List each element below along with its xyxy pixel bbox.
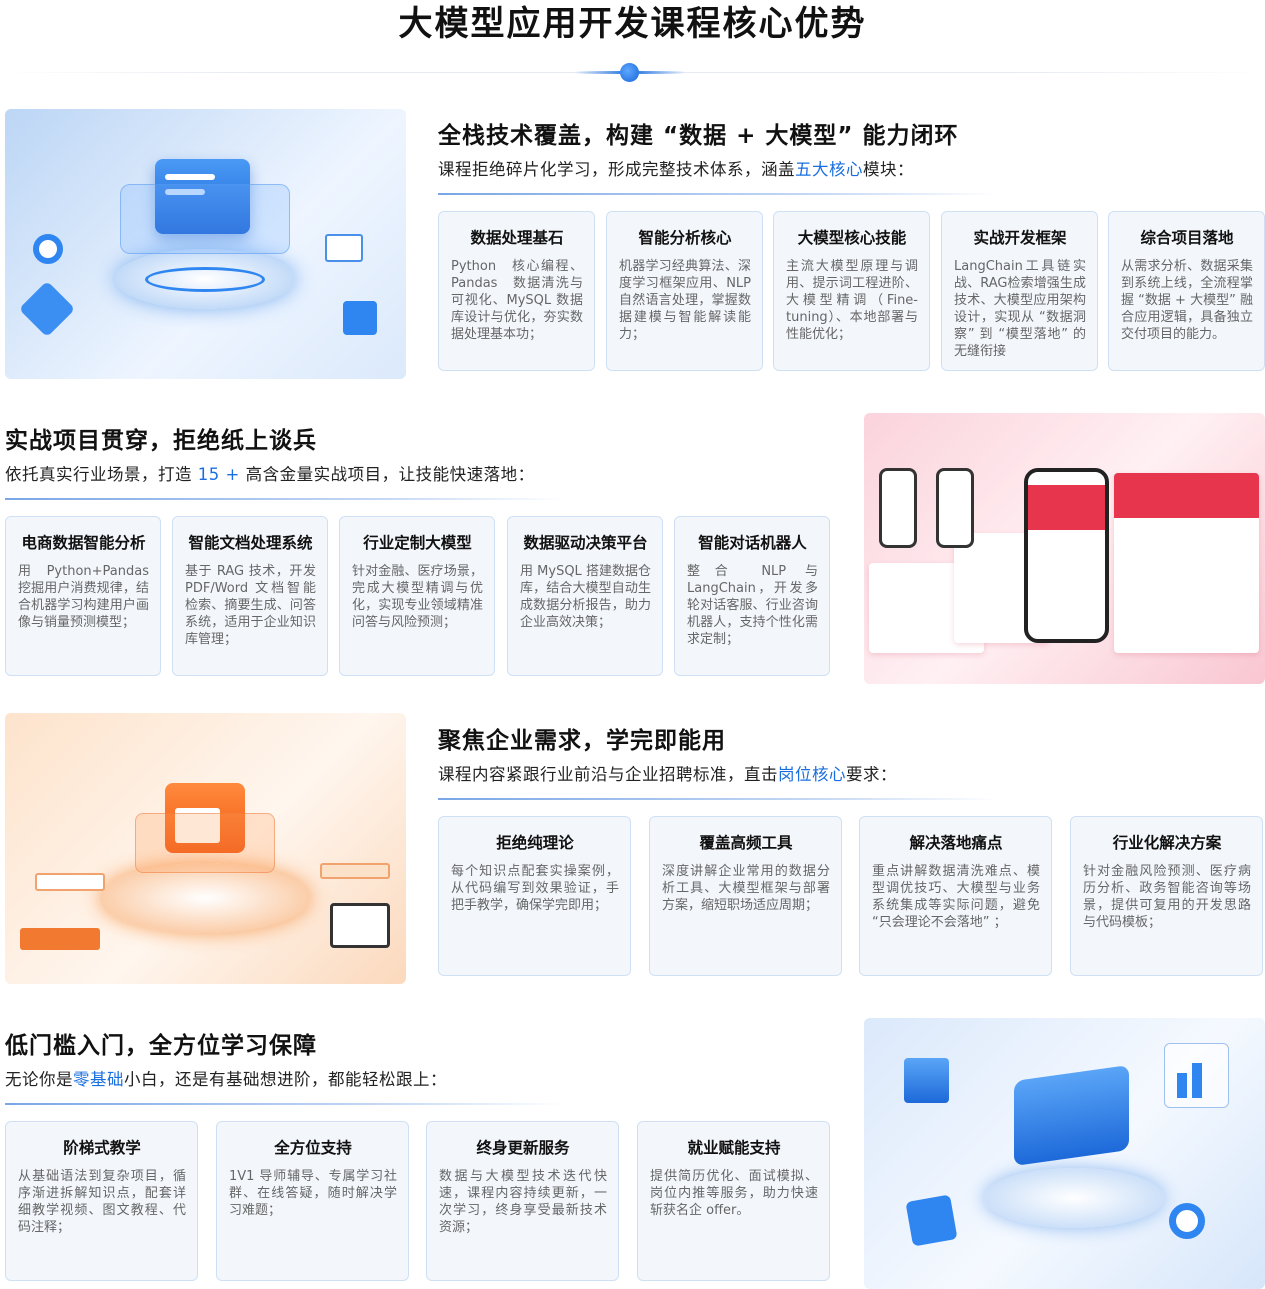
card-title: 数据处理基石 [470,229,564,247]
support-card: 就业赋能支持提供简历优化、面试模拟、岗位内推等服务，助力快速斩获名企 offer… [637,1121,830,1281]
support-card: 全方位支持 1V1 导师辅导、专属学习社群、在线答疑，随时解决学习难题； [216,1121,409,1281]
section4-illustration [864,1018,1265,1289]
card-title: 智能文档处理系统 [188,534,313,552]
card-title: 智能分析核心 [638,229,732,247]
card-body: 机器学习经典算法、深度学习框架应用、NLP 自然语言处理，掌握数据建模与智能解读… [619,259,751,342]
card-body: 针对金融、医疗场景，完成大模型精调与优化，实现专业领域精准问答与风险预测； [352,564,483,630]
card-title: 全方位支持 [274,1139,352,1157]
module-card: 实战开发框架 LangChain工具链实战、RAG检索增强生成技术、大模型应用架构… [941,211,1098,371]
subtitle-text: 无论你是 [5,1070,73,1089]
card-title: 解决落地痛点 [909,834,1003,852]
feature-card: 行业化解决方案针对金融风险预测、医疗病历分析、政务智能咨询等场景，提供可复用的开… [1070,816,1263,976]
card-title: 实战开发框架 [973,229,1067,247]
card-title: 数据驱动决策平台 [523,534,648,552]
subtitle-highlight: 五大核心 [795,160,863,179]
card-body: 基于 RAG 技术，开发 PDF/Word 文档智能检索、摘要生成、问答系统，适… [185,564,316,647]
card-body: 每个知识点配套实操案例，从代码编写到效果验证，手把手教学，确保学完即用； [451,864,619,913]
card-body: 重点讲解数据清洗难点、模型调优技巧、大模型与业务系统集成等实际问题，避免 “只会… [872,864,1040,930]
subtitle-text: 课程内容紧跟行业前沿与企业招聘标准，直击 [438,765,778,784]
section2-underline [5,498,565,500]
card-body: 从需求分析、数据采集到系统上线，全流程掌握 “数据 + 大模型” 融合应用逻辑，… [1121,259,1253,342]
project-card: 智能对话机器人整合 NLP 与 LangChain，开发多轮对话客服、行业咨询机… [674,516,830,676]
section3-illustration [5,713,406,984]
project-card: 数据驱动决策平台用 MySQL 搭建数据仓库，结合大模型自动生成数据分析报告，助… [507,516,663,676]
card-body: 从基础语法到复杂项目，循序渐进拆解知识点，配套详细教学视频、图文教程、代码注释； [18,1169,186,1235]
card-body: Python 核心编程、Pandas 数据清洗与可视化、MySQL 数据库设计与… [451,259,583,342]
card-title: 拒绝纯理论 [496,834,574,852]
section1-subtitle: 课程拒绝碎片化学习，形成完整技术体系，涵盖五大核心模块： [438,156,914,180]
section1-underline [438,193,998,195]
page-title: 大模型应用开发课程核心优势 [398,4,867,44]
subtitle-text: 依托真实行业场景，打造 [5,465,198,484]
subtitle-text: 要求： [846,765,897,784]
card-body: 整合 NLP 与 LangChain，开发多轮对话客服、行业咨询机器人，支持个性… [687,564,818,647]
project-card: 电商数据智能分析用 Python+Pandas 挖掘用户消费规律，结合机器学习构… [5,516,161,676]
card-title: 覆盖高频工具 [699,834,793,852]
card-body: 1V1 导师辅导、专属学习社群、在线答疑，随时解决学习难题； [229,1169,397,1218]
module-card: 智能分析核心机器学习经典算法、深度学习框架应用、NLP 自然语言处理，掌握数据建… [606,211,763,371]
subtitle-text: 课程拒绝碎片化学习，形成完整技术体系，涵盖 [438,160,795,179]
card-body: 用 MySQL 搭建数据仓库，结合大模型自动生成数据分析报告，助力企业高效决策； [520,564,651,630]
section2-subtitle: 依托真实行业场景，打造 15 + 高含金量实战项目，让技能快速落地： [5,461,535,485]
card-title: 大模型核心技能 [797,229,907,247]
section1-illustration [5,109,406,379]
card-title: 行业化解决方案 [1112,834,1222,852]
support-card: 终身更新服务数据与大模型技术迭代快速，课程内容持续更新，一次学习，终身享受最新技… [426,1121,619,1281]
section2-heading: 实战项目贯穿，拒绝纸上谈兵 [5,428,317,454]
module-card: 大模型核心技能主流大模型原理与调用、提示词工程进阶、大模型精调（Fine-tun… [773,211,930,371]
section3-heading: 聚焦企业需求，学完即能用 [438,728,726,754]
card-body: 提供简历优化、面试模拟、岗位内推等服务，助力快速斩获名企 offer。 [650,1169,818,1218]
card-body: 针对金融风险预测、医疗病历分析、政务智能咨询等场景，提供可复用的开发思路与代码模… [1083,864,1251,930]
title-divider-dot [620,63,639,82]
section2-illustration [864,413,1265,684]
module-card: 综合项目落地从需求分析、数据采集到系统上线，全流程掌握 “数据 + 大模型” 融… [1108,211,1265,371]
card-title: 智能对话机器人 [698,534,807,552]
feature-card: 解决落地痛点重点讲解数据清洗难点、模型调优技巧、大模型与业务系统集成等实际问题，… [859,816,1052,976]
section3-subtitle: 课程内容紧跟行业前沿与企业招聘标准，直击岗位核心要求： [438,761,897,785]
module-card: 数据处理基石 Python 核心编程、Pandas 数据清洗与可视化、MySQL … [438,211,595,371]
card-title: 电商数据智能分析 [21,534,146,552]
support-card: 阶梯式教学从基础语法到复杂项目，循序渐进拆解知识点，配套详细教学视频、图文教程、… [5,1121,198,1281]
section4-heading: 低门槛入门，全方位学习保障 [5,1033,317,1059]
card-title: 行业定制大模型 [363,534,472,552]
card-body: LangChain工具链实战、RAG检索增强生成技术、大模型应用架构设计，实现从… [954,259,1086,359]
card-body: 主流大模型原理与调用、提示词工程进阶、大模型精调（Fine-tuning）、本地… [786,259,918,342]
section3-underline [438,798,998,800]
section1-heading: 全栈技术覆盖，构建 “数据 + 大模型” 能力闭环 [438,123,959,149]
feature-card: 拒绝纯理论每个知识点配套实操案例，从代码编写到效果验证，手把手教学，确保学完即用… [438,816,631,976]
card-title: 阶梯式教学 [63,1139,141,1157]
subtitle-text: 高含金量实战项目，让技能快速落地： [239,465,535,484]
subtitle-highlight: 零基础 [73,1070,124,1089]
card-title: 就业赋能支持 [687,1139,781,1157]
subtitle-text: 模块： [863,160,914,179]
card-body: 数据与大模型技术迭代快速，课程内容持续更新，一次学习，终身享受最新技术资源； [439,1169,607,1235]
feature-card: 覆盖高频工具深度讲解企业常用的数据分析工具、大模型框架与部署方案，缩短职场适应周… [649,816,842,976]
section4-underline [5,1103,565,1105]
project-card: 智能文档处理系统基于 RAG 技术，开发 PDF/Word 文档智能检索、摘要生… [172,516,328,676]
card-title: 终身更新服务 [476,1139,570,1157]
card-body: 深度讲解企业常用的数据分析工具、大模型框架与部署方案，缩短职场适应周期； [662,864,830,913]
card-body: 用 Python+Pandas 挖掘用户消费规律，结合机器学习构建用户画像与销量… [18,564,149,630]
subtitle-text: 小白，还是有基础想进阶，都能轻松跟上： [124,1070,447,1089]
section4-subtitle: 无论你是零基础小白，还是有基础想进阶，都能轻松跟上： [5,1066,447,1090]
subtitle-highlight: 15 + [197,465,240,484]
subtitle-highlight: 岗位核心 [778,765,846,784]
card-title: 综合项目落地 [1140,229,1234,247]
project-card: 行业定制大模型针对金融、医疗场景，完成大模型精调与优化，实现专业领域精准问答与风… [339,516,495,676]
